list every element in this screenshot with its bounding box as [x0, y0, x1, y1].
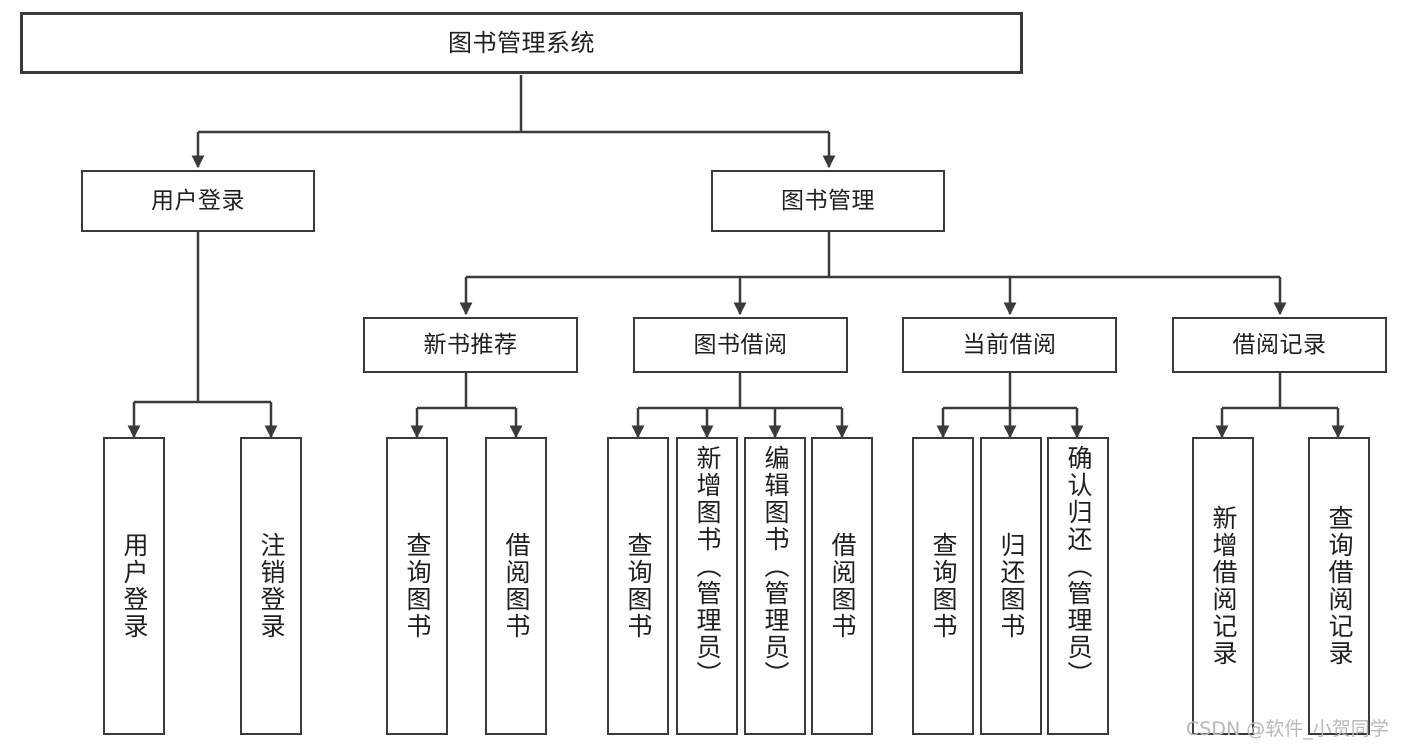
node-label: 新增借阅记录: [1209, 505, 1238, 667]
node-label: 用户登录: [151, 187, 245, 214]
leaf-book-borrow-edit-book-admin[interactable]: 编辑图书（管理员）: [744, 437, 806, 735]
node-label: 当前借阅: [962, 331, 1057, 358]
node-label: 注销登录: [257, 532, 286, 640]
node-book-borrow[interactable]: 图书借阅: [633, 317, 848, 373]
node-label: 查询图书: [929, 532, 958, 640]
leaf-new-book-borrow-book[interactable]: 借阅图书: [485, 437, 547, 735]
node-label: 查询图书: [624, 532, 653, 640]
leaf-current-borrow-query-book[interactable]: 查询图书: [912, 437, 974, 735]
node-borrow-record[interactable]: 借阅记录: [1172, 317, 1387, 373]
leaf-current-borrow-confirm-return-admin[interactable]: 确认归还（管理员）: [1047, 437, 1109, 735]
node-label: 查询借阅记录: [1325, 505, 1354, 667]
node-label: 图书管理: [781, 187, 875, 214]
leaf-borrow-record-query-record[interactable]: 查询借阅记录: [1308, 437, 1370, 735]
node-current-borrow[interactable]: 当前借阅: [902, 317, 1117, 373]
node-user-login[interactable]: 用户登录: [81, 170, 315, 232]
leaf-book-borrow-add-book-admin[interactable]: 新增图书（管理员）: [676, 437, 738, 735]
leaf-current-borrow-return-book[interactable]: 归还图书: [980, 437, 1042, 735]
leaf-user-login-login[interactable]: 用户登录: [103, 437, 165, 735]
node-label: 图书管理系统: [448, 29, 595, 57]
node-new-book-recommend[interactable]: 新书推荐: [363, 317, 578, 373]
node-label: 新书推荐: [423, 331, 518, 358]
node-label: 归还图书: [997, 532, 1026, 640]
watermark: CSDN @软件_小贺同学: [1186, 718, 1389, 740]
leaf-book-borrow-query-book[interactable]: 查询图书: [607, 437, 669, 735]
node-label: 借阅记录: [1232, 331, 1327, 358]
node-label: 借阅图书: [828, 532, 857, 640]
node-label: 确认归还（管理员）: [1064, 445, 1093, 688]
node-label: 借阅图书: [502, 532, 531, 640]
node-root-book-management-system[interactable]: 图书管理系统: [20, 12, 1023, 74]
node-label: 新增图书（管理员）: [693, 445, 722, 688]
node-label: 图书借阅: [693, 331, 788, 358]
node-label: 查询图书: [403, 532, 432, 640]
leaf-borrow-record-add-record[interactable]: 新增借阅记录: [1192, 437, 1254, 735]
node-label: 用户登录: [120, 532, 149, 640]
node-label: 编辑图书（管理员）: [761, 445, 790, 688]
leaf-book-borrow-borrow-book[interactable]: 借阅图书: [811, 437, 873, 735]
node-book-management[interactable]: 图书管理: [711, 170, 945, 232]
leaf-new-book-query-book[interactable]: 查询图书: [386, 437, 448, 735]
leaf-user-login-logout[interactable]: 注销登录: [240, 437, 302, 735]
